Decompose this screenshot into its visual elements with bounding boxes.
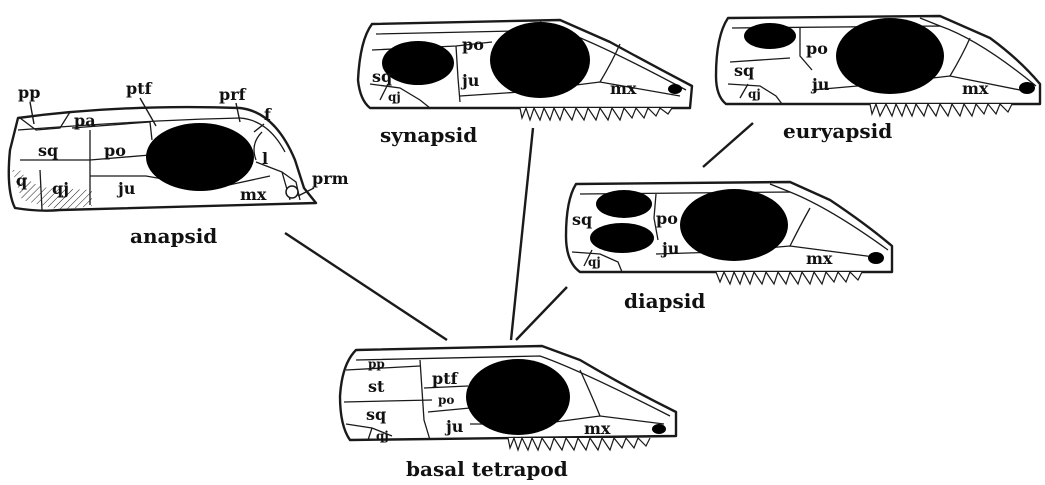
naris-basal-tetrapod <box>652 424 666 434</box>
temporal-fenestra-euryapsid <box>744 23 796 49</box>
label-prm: prm <box>312 169 349 188</box>
label-mx: mx <box>962 79 989 98</box>
caption-synapsid: synapsid <box>380 123 477 147</box>
label-po: po <box>656 209 678 228</box>
label-sq: sq <box>38 141 58 160</box>
label-ju: ju <box>460 71 480 90</box>
connector-anapsid <box>285 233 447 340</box>
lower-temporal-fenestra-diapsid <box>590 223 654 253</box>
orbit-synapsid <box>490 22 590 98</box>
label-qj: qj <box>388 90 401 104</box>
naris-euryapsid <box>1019 82 1035 94</box>
label-ptf: ptf <box>126 79 153 98</box>
label-qj: qj <box>52 179 69 198</box>
label-prf: prf <box>219 85 247 104</box>
label-mx: mx <box>806 249 833 268</box>
label-po: po <box>806 39 828 58</box>
caption-euryapsid: euryapsid <box>783 119 892 143</box>
label-sq: sq <box>572 210 592 229</box>
label-f: f <box>264 105 272 124</box>
label-po: po <box>104 141 126 160</box>
naris-diapsid <box>868 252 884 264</box>
label-qj: qj <box>376 429 389 443</box>
orbit-basal-tetrapod <box>466 359 570 435</box>
orbit-anapsid <box>146 123 254 191</box>
label-st: st <box>368 377 385 396</box>
label-mx: mx <box>584 419 611 438</box>
label-ju: ju <box>116 179 136 198</box>
label-ptf: ptf <box>432 369 459 388</box>
connector-synapsid <box>511 128 533 340</box>
upper-temporal-fenestra-diapsid <box>596 190 652 218</box>
label-qj: qj <box>588 255 601 269</box>
connector-diapsid <box>516 287 567 340</box>
skull-diapsid: sq po ju qj mx diapsid <box>566 182 892 313</box>
label-pp: pp <box>368 357 385 371</box>
label-ju: ju <box>810 75 830 94</box>
label-pp: pp <box>18 83 40 102</box>
label-sq: sq <box>734 61 754 80</box>
label-qj: qj <box>748 87 761 101</box>
naris-anapsid <box>286 186 298 198</box>
caption-anapsid: anapsid <box>130 224 217 248</box>
connector-euryapsid <box>703 123 753 167</box>
skull-euryapsid: po sq ju qj mx euryapsid <box>716 16 1040 143</box>
label-sq: sq <box>366 405 386 424</box>
skull-basal-tetrapod: pp st ptf po sq ju qj mx basal tetrapod <box>340 346 676 481</box>
temporal-fenestra-synapsid <box>382 41 454 85</box>
label-l: l <box>262 149 268 168</box>
label-mx: mx <box>610 79 637 98</box>
label-ju: ju <box>444 417 464 436</box>
label-ju: ju <box>660 239 680 258</box>
orbit-euryapsid <box>836 18 944 94</box>
caption-basal-tetrapod: basal tetrapod <box>406 457 568 481</box>
label-pa: pa <box>74 111 96 130</box>
naris-synapsid <box>668 84 682 94</box>
caption-diapsid: diapsid <box>624 289 705 313</box>
skull-anapsid: pp pa ptf prf f sq po l q qj ju mx prm a… <box>9 79 349 248</box>
orbit-diapsid <box>680 189 788 261</box>
label-q: q <box>16 171 27 190</box>
label-po: po <box>462 35 484 54</box>
label-sq: sq <box>372 67 392 86</box>
label-po: po <box>438 393 454 407</box>
skull-synapsid: po sq ju qj mx synapsid <box>358 20 692 147</box>
label-mx: mx <box>240 185 267 204</box>
